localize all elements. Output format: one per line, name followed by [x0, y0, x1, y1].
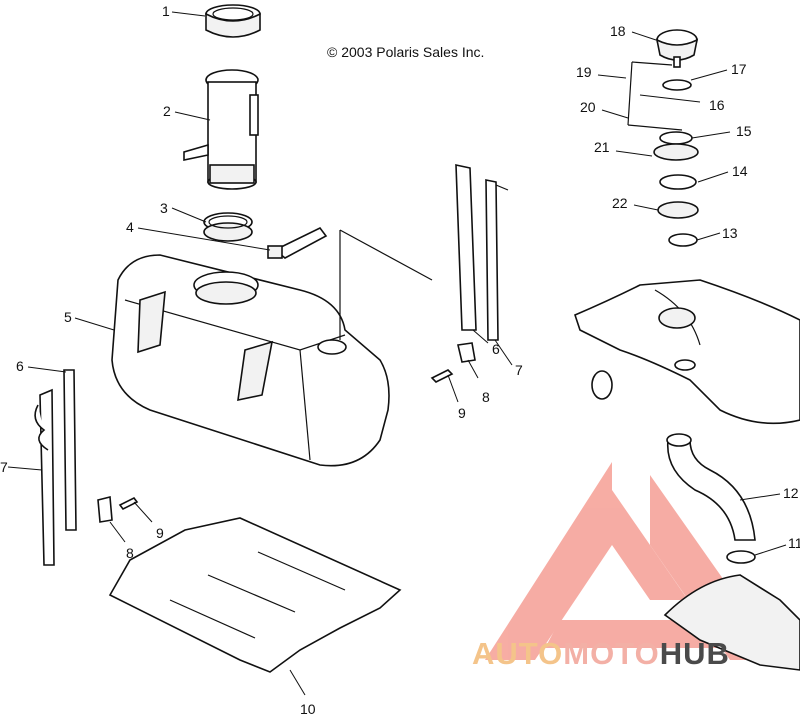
callout-21: 21: [594, 139, 610, 155]
callout-1: 1: [162, 3, 170, 19]
callout-2: 2: [163, 103, 171, 119]
part-clip: [267, 226, 328, 259]
part-hose: [666, 433, 756, 541]
callout-6b: 6: [492, 341, 500, 357]
part-body-frame: [574, 279, 800, 425]
callout-7b: 7: [515, 362, 523, 378]
part-tether: [627, 61, 683, 131]
part-filler-cap: [655, 29, 699, 68]
part-fuel-pump: [183, 69, 259, 190]
watermark-word-moto: MOTO: [563, 636, 660, 671]
callout-16: 16: [709, 97, 725, 113]
part-pad: [108, 517, 402, 673]
callout-4: 4: [126, 219, 134, 235]
callout-labels: 1 2 3 4 5 6 6 7 7 8 8 9 9 10 11 12 13 14…: [0, 3, 800, 717]
callout-8b: 8: [482, 389, 490, 405]
callout-17: 17: [731, 61, 747, 77]
callout-7a: 7: [0, 459, 8, 475]
callout-19: 19: [576, 64, 592, 80]
callout-15: 15: [736, 123, 752, 139]
callout-6a: 6: [16, 358, 24, 374]
callout-12: 12: [783, 485, 799, 501]
callout-9b: 9: [458, 405, 466, 421]
callout-22: 22: [612, 195, 628, 211]
part-bracket-left: [97, 495, 139, 523]
part-lower-body: [663, 574, 800, 671]
part-strap-left: [34, 369, 77, 566]
callout-11: 11: [788, 535, 800, 551]
part-strap-right: [455, 164, 509, 341]
callout-20: 20: [580, 99, 596, 115]
part-fuel-tank: [111, 229, 433, 467]
watermark-word-auto: AUTO: [472, 636, 564, 671]
callout-5: 5: [64, 309, 72, 325]
part-ring-nut: [205, 4, 261, 38]
callout-9a: 9: [156, 525, 164, 541]
part-bracket-right: [430, 342, 476, 383]
part-filler-neck: [653, 131, 699, 247]
copyright-notice: © 2003 Polaris Sales Inc.: [327, 44, 485, 60]
part-seal-ring: [662, 79, 692, 91]
leader-lines: [7, 11, 787, 696]
part-clamp-lower: [726, 550, 756, 564]
callout-3: 3: [160, 200, 168, 216]
callout-8a: 8: [126, 545, 134, 561]
part-gasket: [203, 212, 253, 242]
callout-13: 13: [722, 225, 738, 241]
watermark-word-hub: HUB: [659, 636, 730, 671]
callout-18: 18: [610, 23, 626, 39]
callout-10: 10: [300, 701, 316, 717]
callout-14: 14: [732, 163, 748, 179]
watermark-wordmark: AUTOMOTOHUB: [472, 636, 730, 672]
